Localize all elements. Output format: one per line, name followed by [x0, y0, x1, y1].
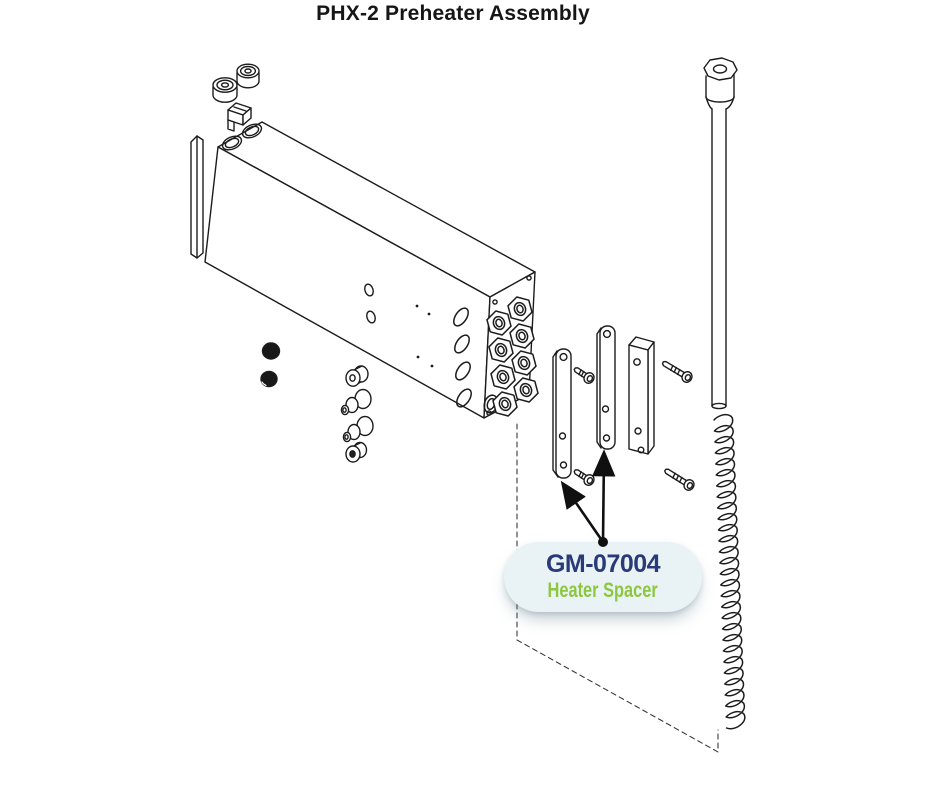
fitting-round-nut-bottom	[345, 441, 368, 463]
heater-spacer-1	[552, 348, 572, 479]
mounting-clip	[227, 102, 252, 132]
spacer-screw-3	[571, 465, 597, 488]
part-name-label: Heater Spacer	[547, 578, 659, 602]
part-number-label: GM-07004	[545, 550, 661, 579]
end-face-corner-screws	[486, 275, 532, 416]
end-face-hex-nuts	[483, 296, 539, 417]
heater-spacer-2	[596, 325, 616, 450]
fitting-round-nut-top	[345, 365, 369, 387]
arrow-to-spacer-1	[560, 480, 605, 543]
end-cap-plug-2	[236, 63, 260, 89]
spacer-screw-1	[571, 363, 597, 386]
end-plate	[190, 135, 204, 259]
page-title: PHX-2 Preheater Assembly	[316, 2, 590, 25]
spacer-screw-4	[661, 464, 697, 493]
fitting-union-2	[342, 415, 374, 443]
top-face-holes	[221, 123, 263, 151]
front-face-ports	[364, 283, 472, 408]
end-cap-plug-1	[212, 77, 238, 103]
arrow-to-spacer-2	[592, 449, 616, 543]
port-plugs	[260, 342, 281, 388]
heater-coil	[713, 413, 746, 730]
fitting-union-1	[340, 388, 372, 416]
part-callout: GM-07004 Heater Spacer	[504, 542, 702, 612]
spacer-screw-2	[659, 357, 695, 385]
heater-spacer-bracket	[628, 336, 655, 455]
manifold-body	[204, 121, 539, 419]
heater-rod	[703, 57, 738, 410]
